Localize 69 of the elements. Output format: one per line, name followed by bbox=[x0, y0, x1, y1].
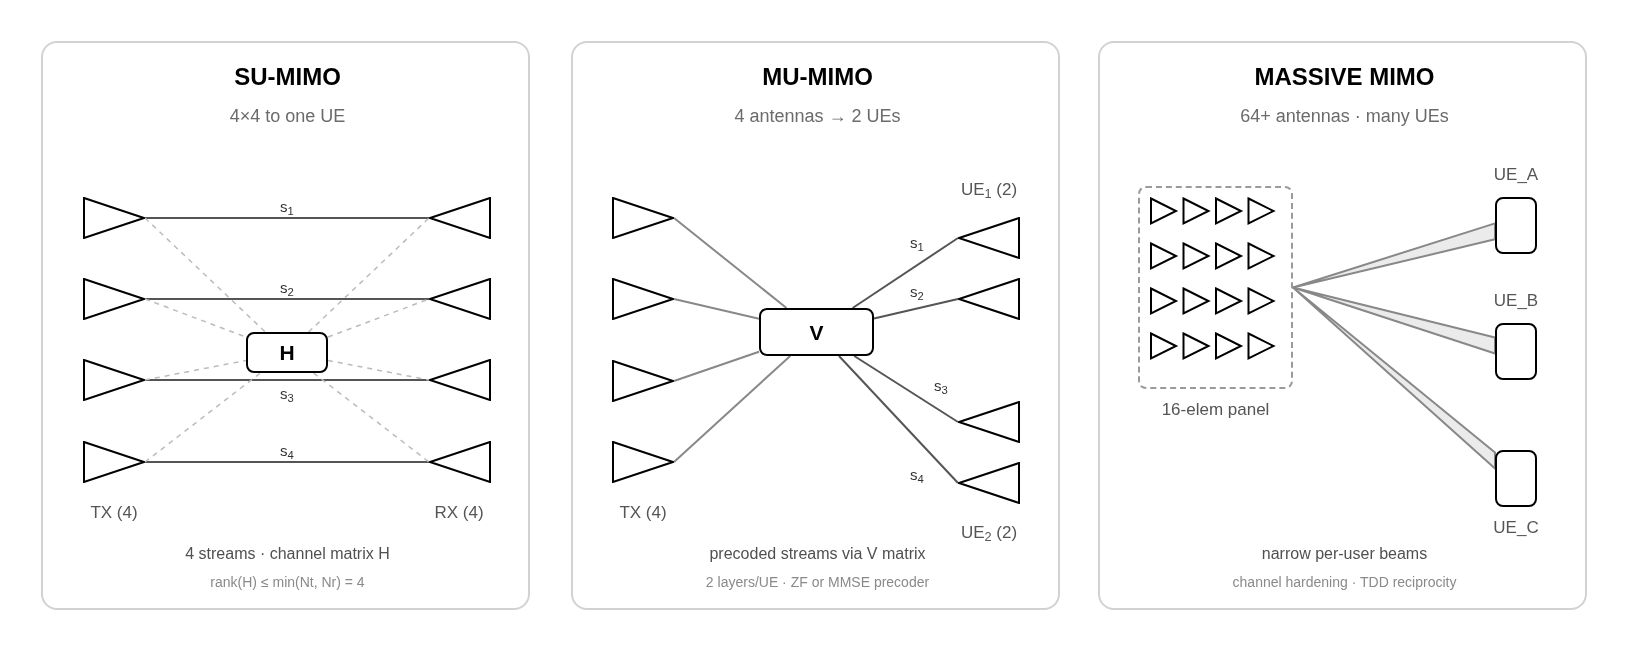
antenna-symbol bbox=[429, 278, 491, 320]
connector-line bbox=[838, 355, 959, 484]
connector-line bbox=[673, 298, 760, 320]
matrix-label: V bbox=[809, 321, 824, 343]
antenna-symbol bbox=[83, 278, 145, 320]
node-caption: 16-elem panel bbox=[1161, 399, 1270, 421]
antenna-symbol bbox=[612, 278, 674, 320]
panel-title: MASSIVE MIMO bbox=[1254, 62, 1435, 92]
antenna-symbol bbox=[958, 217, 1020, 259]
user-device-box bbox=[1495, 197, 1537, 254]
antenna-symbol bbox=[429, 359, 491, 401]
panel-subtitle: 4×4 to one UE bbox=[229, 104, 346, 128]
group-label: UE$_{2}$ (2) bbox=[960, 522, 1018, 544]
connector-line bbox=[853, 355, 959, 423]
connector-line bbox=[851, 237, 959, 309]
beam bbox=[1292, 286, 1496, 470]
connector-line bbox=[144, 372, 262, 463]
group-label: TX (4) bbox=[619, 502, 667, 524]
antenna-symbol bbox=[958, 278, 1020, 320]
antenna-symbol bbox=[83, 359, 145, 401]
connector-line bbox=[144, 359, 247, 381]
antenna-symbol bbox=[958, 462, 1020, 504]
antenna-symbol bbox=[958, 401, 1020, 443]
node-caption: UE_C bbox=[1493, 517, 1539, 539]
antenna-symbol bbox=[83, 441, 145, 483]
panel-note: rank(H) ≤ min(Nt, Nr) = 4 bbox=[210, 574, 365, 592]
panel-caption: precoded streams via V matrix bbox=[709, 544, 926, 564]
panel-subtitle: 4 antennas → 2 UEs bbox=[734, 104, 901, 128]
antenna-symbol bbox=[429, 441, 491, 483]
connector-line bbox=[327, 359, 430, 381]
matrix-box bbox=[246, 332, 328, 373]
connector-line bbox=[144, 298, 430, 300]
antenna-panel-frame bbox=[1138, 186, 1293, 389]
antenna-symbol bbox=[612, 441, 674, 483]
connector-line bbox=[307, 217, 430, 333]
antenna-symbol bbox=[612, 197, 674, 239]
group-label: RX (4) bbox=[434, 502, 484, 524]
panel-title: MU-MIMO bbox=[762, 62, 873, 92]
beam bbox=[1292, 222, 1496, 289]
user-device-box bbox=[1495, 323, 1537, 380]
panel-card bbox=[41, 41, 530, 610]
panel-note: 2 layers/UE · ZF or MMSE precoder bbox=[705, 574, 930, 592]
panel-note: channel hardening · TDD reciprocity bbox=[1232, 574, 1457, 592]
panel-title: SU-MIMO bbox=[234, 62, 341, 92]
group-label: TX (4) bbox=[90, 502, 138, 524]
connector-line bbox=[144, 379, 430, 381]
antenna-symbol bbox=[83, 197, 145, 239]
connector-line bbox=[144, 217, 430, 219]
node-caption: UE_B bbox=[1493, 290, 1539, 312]
panel-card bbox=[1098, 41, 1587, 610]
panel-caption: 4 streams · channel matrix H bbox=[185, 544, 390, 564]
panel-card bbox=[571, 41, 1060, 610]
user-device-box bbox=[1495, 450, 1537, 507]
connector-line bbox=[673, 350, 760, 382]
panel-caption: narrow per-user beams bbox=[1261, 544, 1428, 564]
group-label: UE$_{1}$ (2) bbox=[960, 179, 1018, 201]
antenna-symbol bbox=[612, 360, 674, 402]
connector-line bbox=[673, 355, 792, 463]
panel-subtitle: 64+ antennas · many UEs bbox=[1240, 104, 1449, 128]
connector-line bbox=[873, 298, 959, 320]
connector-line bbox=[144, 217, 267, 333]
connector-line bbox=[144, 461, 430, 463]
connector-line bbox=[673, 217, 788, 309]
beam bbox=[1292, 286, 1496, 355]
node-caption: UE_A bbox=[1493, 164, 1539, 186]
matrix-box bbox=[759, 308, 874, 356]
antenna-symbol bbox=[429, 197, 491, 239]
connector-line bbox=[312, 372, 430, 463]
matrix-label: H bbox=[279, 342, 295, 363]
